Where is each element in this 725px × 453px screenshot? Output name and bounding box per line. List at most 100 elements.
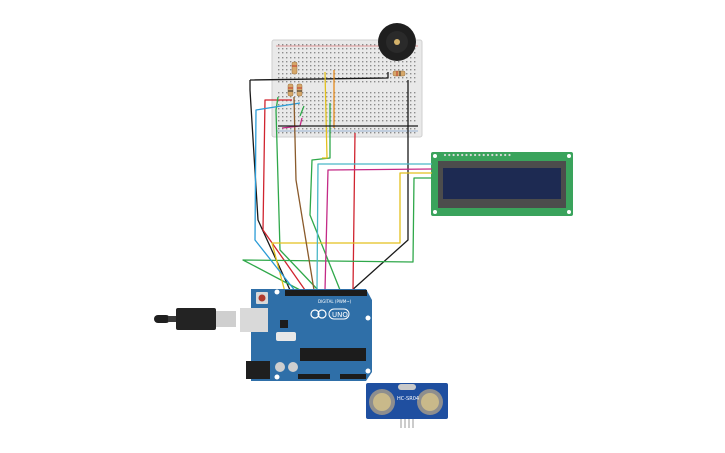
breadboard-hole[interactable] [326, 52, 328, 54]
breadboard-hole[interactable] [398, 61, 400, 63]
breadboard-hole[interactable] [362, 108, 364, 110]
lcd-pin[interactable] [495, 153, 498, 157]
breadboard-hole[interactable] [390, 104, 392, 106]
breadboard-hole[interactable] [350, 61, 352, 63]
usb-cable[interactable] [154, 308, 236, 330]
breadboard-hole[interactable] [294, 61, 296, 63]
breadboard-hole[interactable] [342, 104, 344, 106]
breadboard-hole[interactable] [278, 92, 280, 94]
breadboard-hole[interactable] [334, 81, 336, 83]
breadboard-hole[interactable] [310, 81, 312, 83]
breadboard-hole[interactable] [354, 48, 356, 50]
breadboard-hole[interactable] [362, 57, 364, 59]
breadboard-hole[interactable] [314, 69, 316, 71]
breadboard-hole[interactable] [406, 96, 408, 98]
breadboard-hole[interactable] [342, 48, 344, 50]
breadboard-hole[interactable] [330, 48, 332, 50]
breadboard-hole[interactable] [402, 61, 404, 63]
breadboard-hole[interactable] [346, 48, 348, 50]
breadboard-hole[interactable] [290, 132, 292, 134]
breadboard-hole[interactable] [334, 92, 336, 94]
breadboard-hole[interactable] [346, 52, 348, 54]
breadboard-hole[interactable] [362, 77, 364, 79]
breadboard-hole[interactable] [326, 77, 328, 79]
breadboard-hole[interactable] [390, 77, 392, 79]
breadboard-hole[interactable] [298, 116, 300, 118]
breadboard-hole[interactable] [338, 120, 340, 122]
breadboard-hole[interactable] [350, 65, 352, 67]
breadboard-hole[interactable] [314, 48, 316, 50]
breadboard-hole[interactable] [322, 48, 324, 50]
sensor-pins[interactable] [400, 419, 414, 428]
breadboard-hole[interactable] [358, 61, 360, 63]
breadboard-hole[interactable] [294, 44, 296, 46]
breadboard-hole[interactable] [314, 132, 316, 134]
breadboard-hole[interactable] [398, 128, 400, 130]
breadboard-hole[interactable] [370, 100, 372, 102]
breadboard-hole[interactable] [394, 108, 396, 110]
breadboard-hole[interactable] [322, 77, 324, 79]
breadboard-hole[interactable] [278, 73, 280, 75]
breadboard-hole[interactable] [414, 73, 416, 75]
breadboard-hole[interactable] [330, 128, 332, 130]
breadboard-hole[interactable] [314, 92, 316, 94]
breadboard-hole[interactable] [326, 108, 328, 110]
breadboard-hole[interactable] [370, 52, 372, 54]
breadboard-hole[interactable] [386, 108, 388, 110]
breadboard-hole[interactable] [306, 100, 308, 102]
breadboard-hole[interactable] [278, 132, 280, 134]
breadboard-hole[interactable] [354, 73, 356, 75]
breadboard-hole[interactable] [290, 120, 292, 122]
breadboard-hole[interactable] [338, 96, 340, 98]
breadboard-hole[interactable] [306, 128, 308, 130]
breadboard-hole[interactable] [358, 120, 360, 122]
breadboard-hole[interactable] [302, 120, 304, 122]
breadboard-hole[interactable] [326, 112, 328, 114]
breadboard-hole[interactable] [398, 96, 400, 98]
breadboard-hole[interactable] [346, 108, 348, 110]
breadboard-hole[interactable] [378, 112, 380, 114]
breadboard-hole[interactable] [298, 100, 300, 102]
breadboard-hole[interactable] [286, 116, 288, 118]
breadboard-hole[interactable] [330, 104, 332, 106]
breadboard-hole[interactable] [370, 116, 372, 118]
breadboard-hole[interactable] [370, 44, 372, 46]
breadboard-hole[interactable] [334, 132, 336, 134]
breadboard-hole[interactable] [286, 61, 288, 63]
breadboard-hole[interactable] [278, 120, 280, 122]
breadboard-hole[interactable] [338, 100, 340, 102]
breadboard-hole[interactable] [362, 44, 364, 46]
breadboard-hole[interactable] [298, 73, 300, 75]
breadboard-hole[interactable] [318, 61, 320, 63]
breadboard-hole[interactable] [398, 81, 400, 83]
breadboard-hole[interactable] [298, 108, 300, 110]
breadboard-hole[interactable] [318, 120, 320, 122]
breadboard-hole[interactable] [386, 61, 388, 63]
breadboard-hole[interactable] [338, 77, 340, 79]
breadboard-hole[interactable] [406, 100, 408, 102]
breadboard-hole[interactable] [374, 100, 376, 102]
breadboard-hole[interactable] [358, 73, 360, 75]
breadboard-hole[interactable] [342, 100, 344, 102]
breadboard-hole[interactable] [290, 57, 292, 59]
breadboard-hole[interactable] [358, 108, 360, 110]
breadboard-hole[interactable] [370, 61, 372, 63]
breadboard-hole[interactable] [362, 61, 364, 63]
breadboard-hole[interactable] [326, 69, 328, 71]
breadboard-hole[interactable] [278, 61, 280, 63]
breadboard-hole[interactable] [402, 108, 404, 110]
breadboard-hole[interactable] [370, 132, 372, 134]
breadboard-hole[interactable] [286, 77, 288, 79]
breadboard-hole[interactable] [338, 112, 340, 114]
breadboard-hole[interactable] [302, 100, 304, 102]
breadboard-hole[interactable] [398, 132, 400, 134]
breadboard-hole[interactable] [362, 92, 364, 94]
breadboard-hole[interactable] [286, 120, 288, 122]
breadboard-hole[interactable] [342, 69, 344, 71]
breadboard-hole[interactable] [398, 77, 400, 79]
breadboard-hole[interactable] [318, 96, 320, 98]
breadboard-hole[interactable] [366, 104, 368, 106]
breadboard-hole[interactable] [314, 96, 316, 98]
breadboard-hole[interactable] [338, 81, 340, 83]
breadboard-hole[interactable] [398, 69, 400, 71]
